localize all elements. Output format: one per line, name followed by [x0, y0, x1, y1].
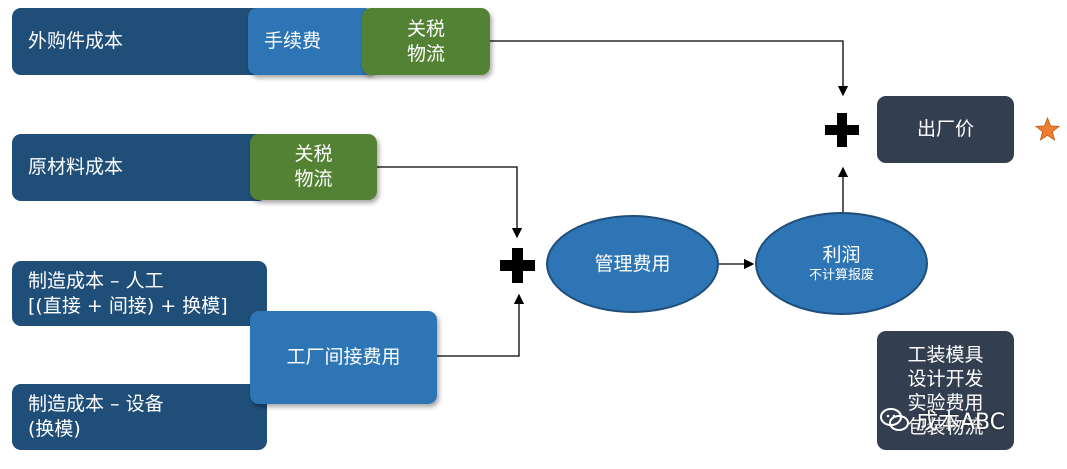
mfg-labor-label: 制造成本 – 人工 [28, 269, 164, 292]
watermark-text: 成本ABC [916, 410, 1006, 435]
mfg-equipment-label: 制造成本 – 设备 [28, 393, 164, 415]
profit-label: 利润 [822, 244, 861, 266]
raw-material-cost-label: 原材料成本 [28, 156, 124, 178]
tooling-label: 工装模具 [907, 343, 984, 366]
mfg-equipment-cost-box: 制造成本 – 设备 (换模) [12, 384, 267, 450]
profit-note: 不计算报废 [808, 268, 874, 283]
tariff-logistics-top-box: 关税 物流 [362, 8, 490, 75]
packaging-logistics-label: 包装物流 [907, 415, 984, 438]
ex-factory-price-label: 出厂价 [916, 118, 974, 140]
tariff-label: 关税 [294, 143, 333, 165]
arrow-mid-to-plus [377, 166, 523, 239]
handling-fee-box: 手续费 [248, 8, 374, 75]
mfg-equipment-detail: (换模) [28, 418, 81, 440]
arrow-top-to-plus [490, 40, 849, 97]
plus-icon [500, 248, 535, 283]
plus-icon [825, 113, 859, 147]
management-fee-label: 管理费用 [594, 253, 671, 275]
management-fee-ellipse: 管理费用 [546, 215, 719, 313]
wechat-icon [880, 408, 909, 431]
mfg-labor-detail: [(直接 + 间接) + 换模] [28, 294, 228, 317]
logistics-label: 物流 [294, 168, 333, 190]
factory-indirect-cost-box: 工厂间接费用 [250, 311, 437, 404]
purchased-parts-cost-label: 外购件成本 [28, 30, 124, 52]
tariff-label: 关税 [406, 17, 445, 40]
watermark: 成本ABC [880, 404, 1005, 436]
star-icon [1035, 117, 1060, 141]
profit-ellipse: 利润 不计算报废 [755, 212, 928, 315]
ex-factory-price-box: 出厂价 [877, 96, 1014, 163]
handling-fee-label: 手续费 [264, 30, 322, 52]
logistics-label: 物流 [406, 42, 445, 65]
factory-indirect-label: 工厂间接费用 [286, 346, 401, 368]
test-fee-label: 实验费用 [907, 391, 984, 414]
purchased-parts-cost-box: 外购件成本 [12, 8, 267, 75]
tariff-logistics-mid-box: 关税 物流 [250, 134, 377, 200]
raw-material-cost-box: 原材料成本 [12, 134, 267, 201]
arrow-factory-to-plus [437, 293, 525, 357]
mfg-labor-cost-box: 制造成本 – 人工 [(直接 + 间接) + 换模] [12, 261, 267, 326]
design-dev-label: 设计开发 [907, 367, 984, 390]
